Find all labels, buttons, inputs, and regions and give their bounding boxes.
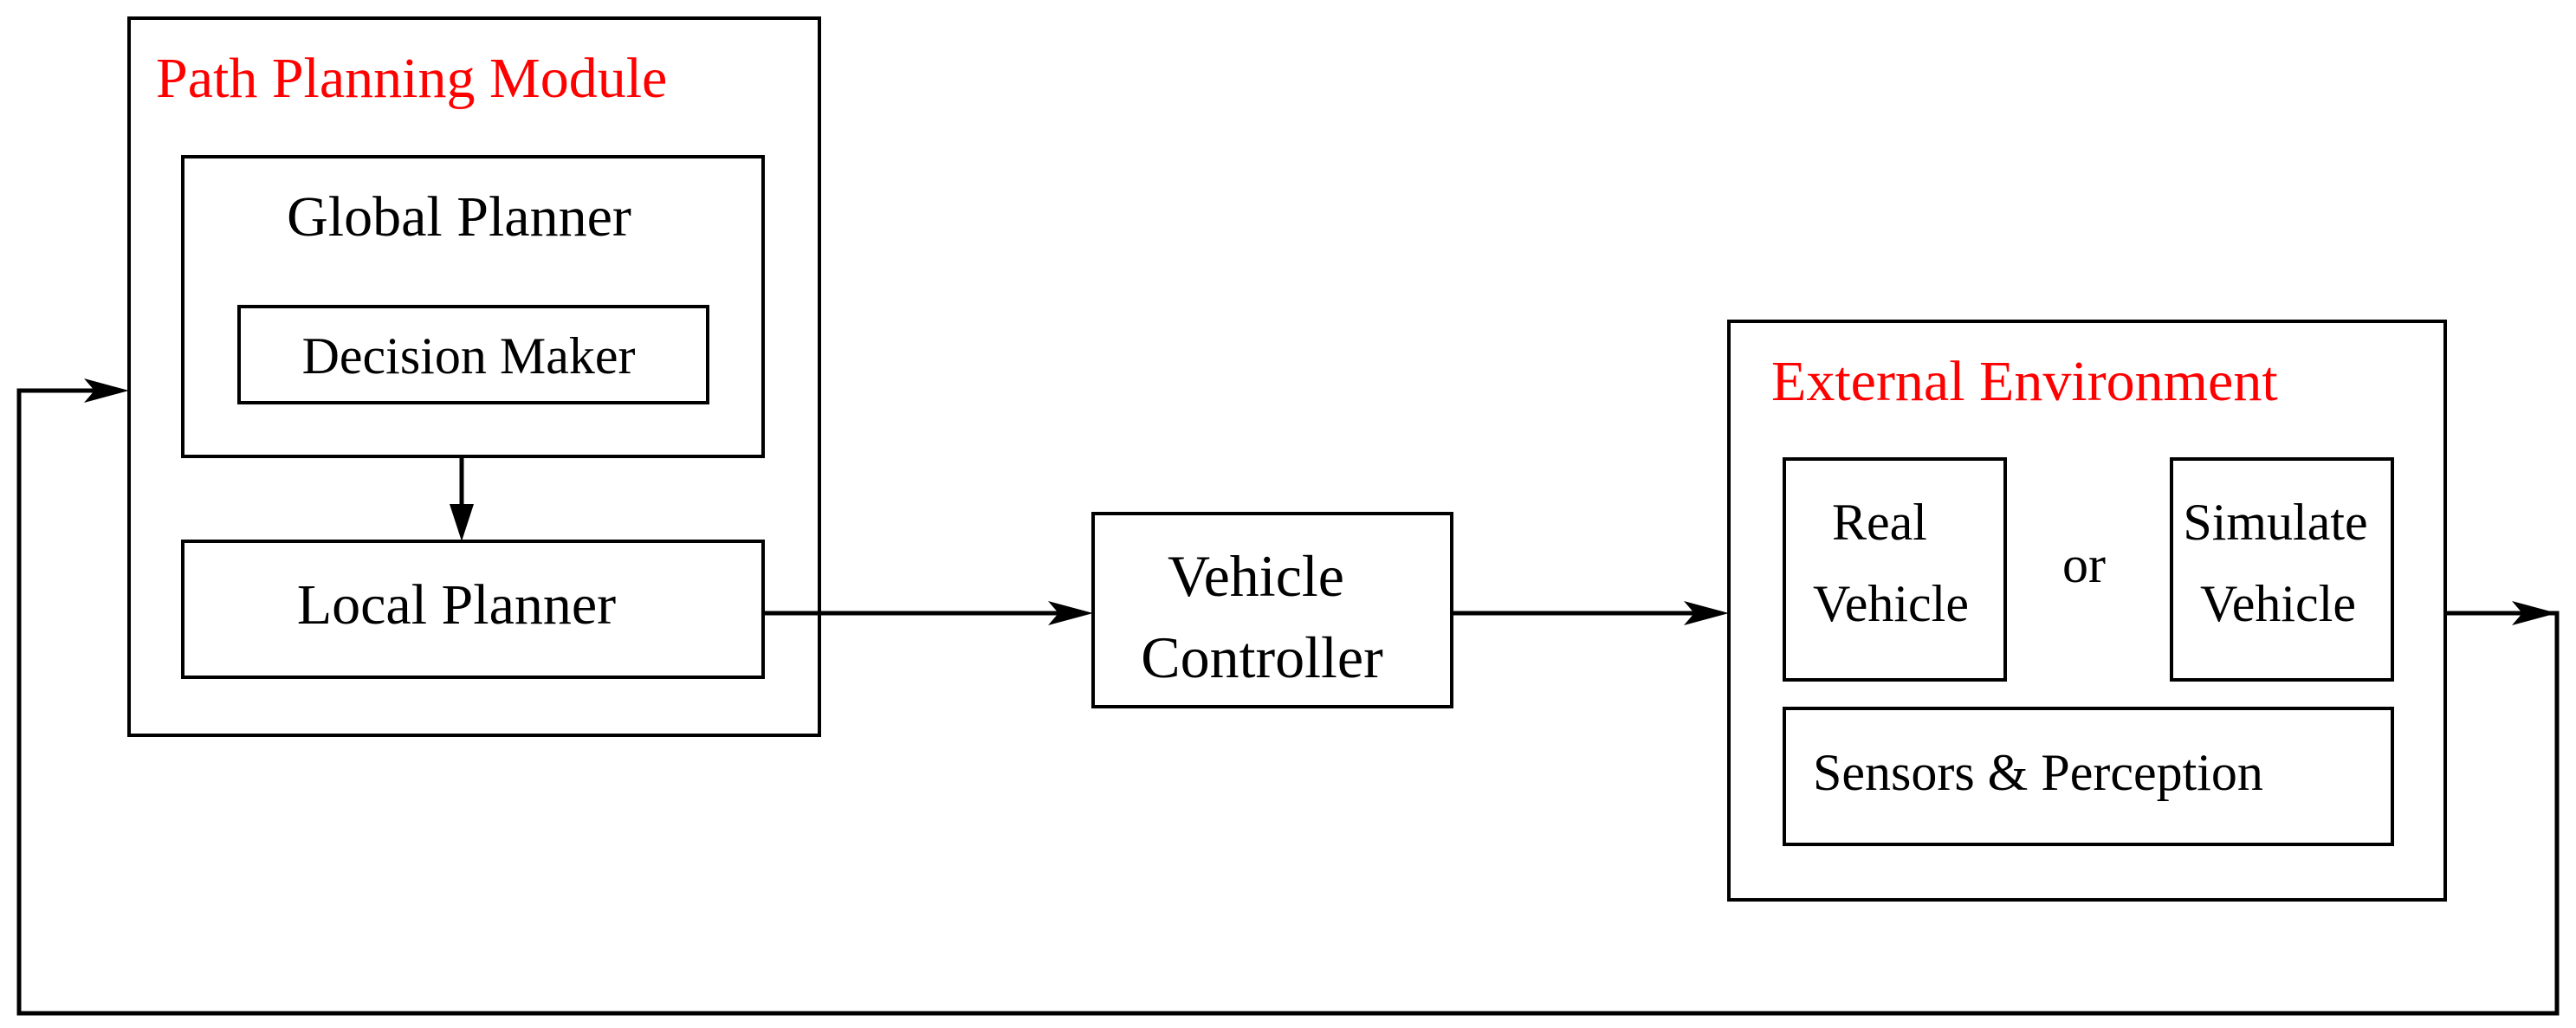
path-planning-module: Path Planning Module Global Planner Deci…	[127, 16, 821, 737]
simulate-vehicle-box	[2170, 457, 2394, 682]
simulate-vehicle-label-line1: Simulate	[2183, 494, 2367, 551]
local-planner-label: Local Planner	[297, 573, 616, 637]
external-environment-title: External Environment	[1771, 350, 2278, 413]
sensors-perception: Sensors & Perception	[1783, 707, 2394, 846]
sensors-perception-box	[1783, 707, 2394, 846]
vehicle-controller-label-line1: Vehicle	[1168, 543, 1344, 609]
or-label: or	[2062, 536, 2106, 593]
real-vehicle-label-line2: Vehicle	[1813, 575, 1969, 632]
local-planner-box	[181, 540, 765, 679]
arrowhead-controller-to-environment	[1684, 601, 1729, 625]
real-vehicle-label-line1: Real	[1832, 494, 1927, 551]
global-planner-label: Global Planner	[287, 185, 631, 249]
sensors-perception-label: Sensors & Perception	[1813, 744, 2263, 801]
local-planner: Local Planner	[181, 540, 765, 679]
decision-maker: Decision Maker	[237, 305, 709, 404]
arrowhead-global-to-local	[450, 504, 474, 541]
real-vehicle-box	[1783, 457, 2007, 682]
vehicle-controller-label-line2: Controller	[1141, 624, 1383, 690]
vehicle-controller-box	[1091, 512, 1453, 708]
arrowhead-local-to-controller	[1048, 601, 1093, 625]
path-planning-module-title: Path Planning Module	[156, 47, 667, 110]
decision-maker-label: Decision Maker	[302, 327, 636, 385]
simulate-vehicle-label-line2: Vehicle	[2200, 575, 2356, 632]
real-vehicle: Real Vehicle	[1783, 457, 2007, 682]
connector-feedback-loop	[16, 388, 2560, 1016]
external-environment: External Environment Real Vehicle or Sim…	[1727, 320, 2447, 902]
arrowhead-feedback-exit	[2512, 601, 2557, 625]
global-planner: Global Planner Decision Maker	[181, 155, 765, 458]
connectors	[16, 378, 2560, 1016]
arrowhead-feedback-entry	[84, 378, 129, 403]
vehicle-controller: Vehicle Controller	[1091, 512, 1453, 708]
decision-maker-box	[237, 305, 709, 404]
simulate-vehicle: Simulate Vehicle	[2170, 457, 2394, 682]
